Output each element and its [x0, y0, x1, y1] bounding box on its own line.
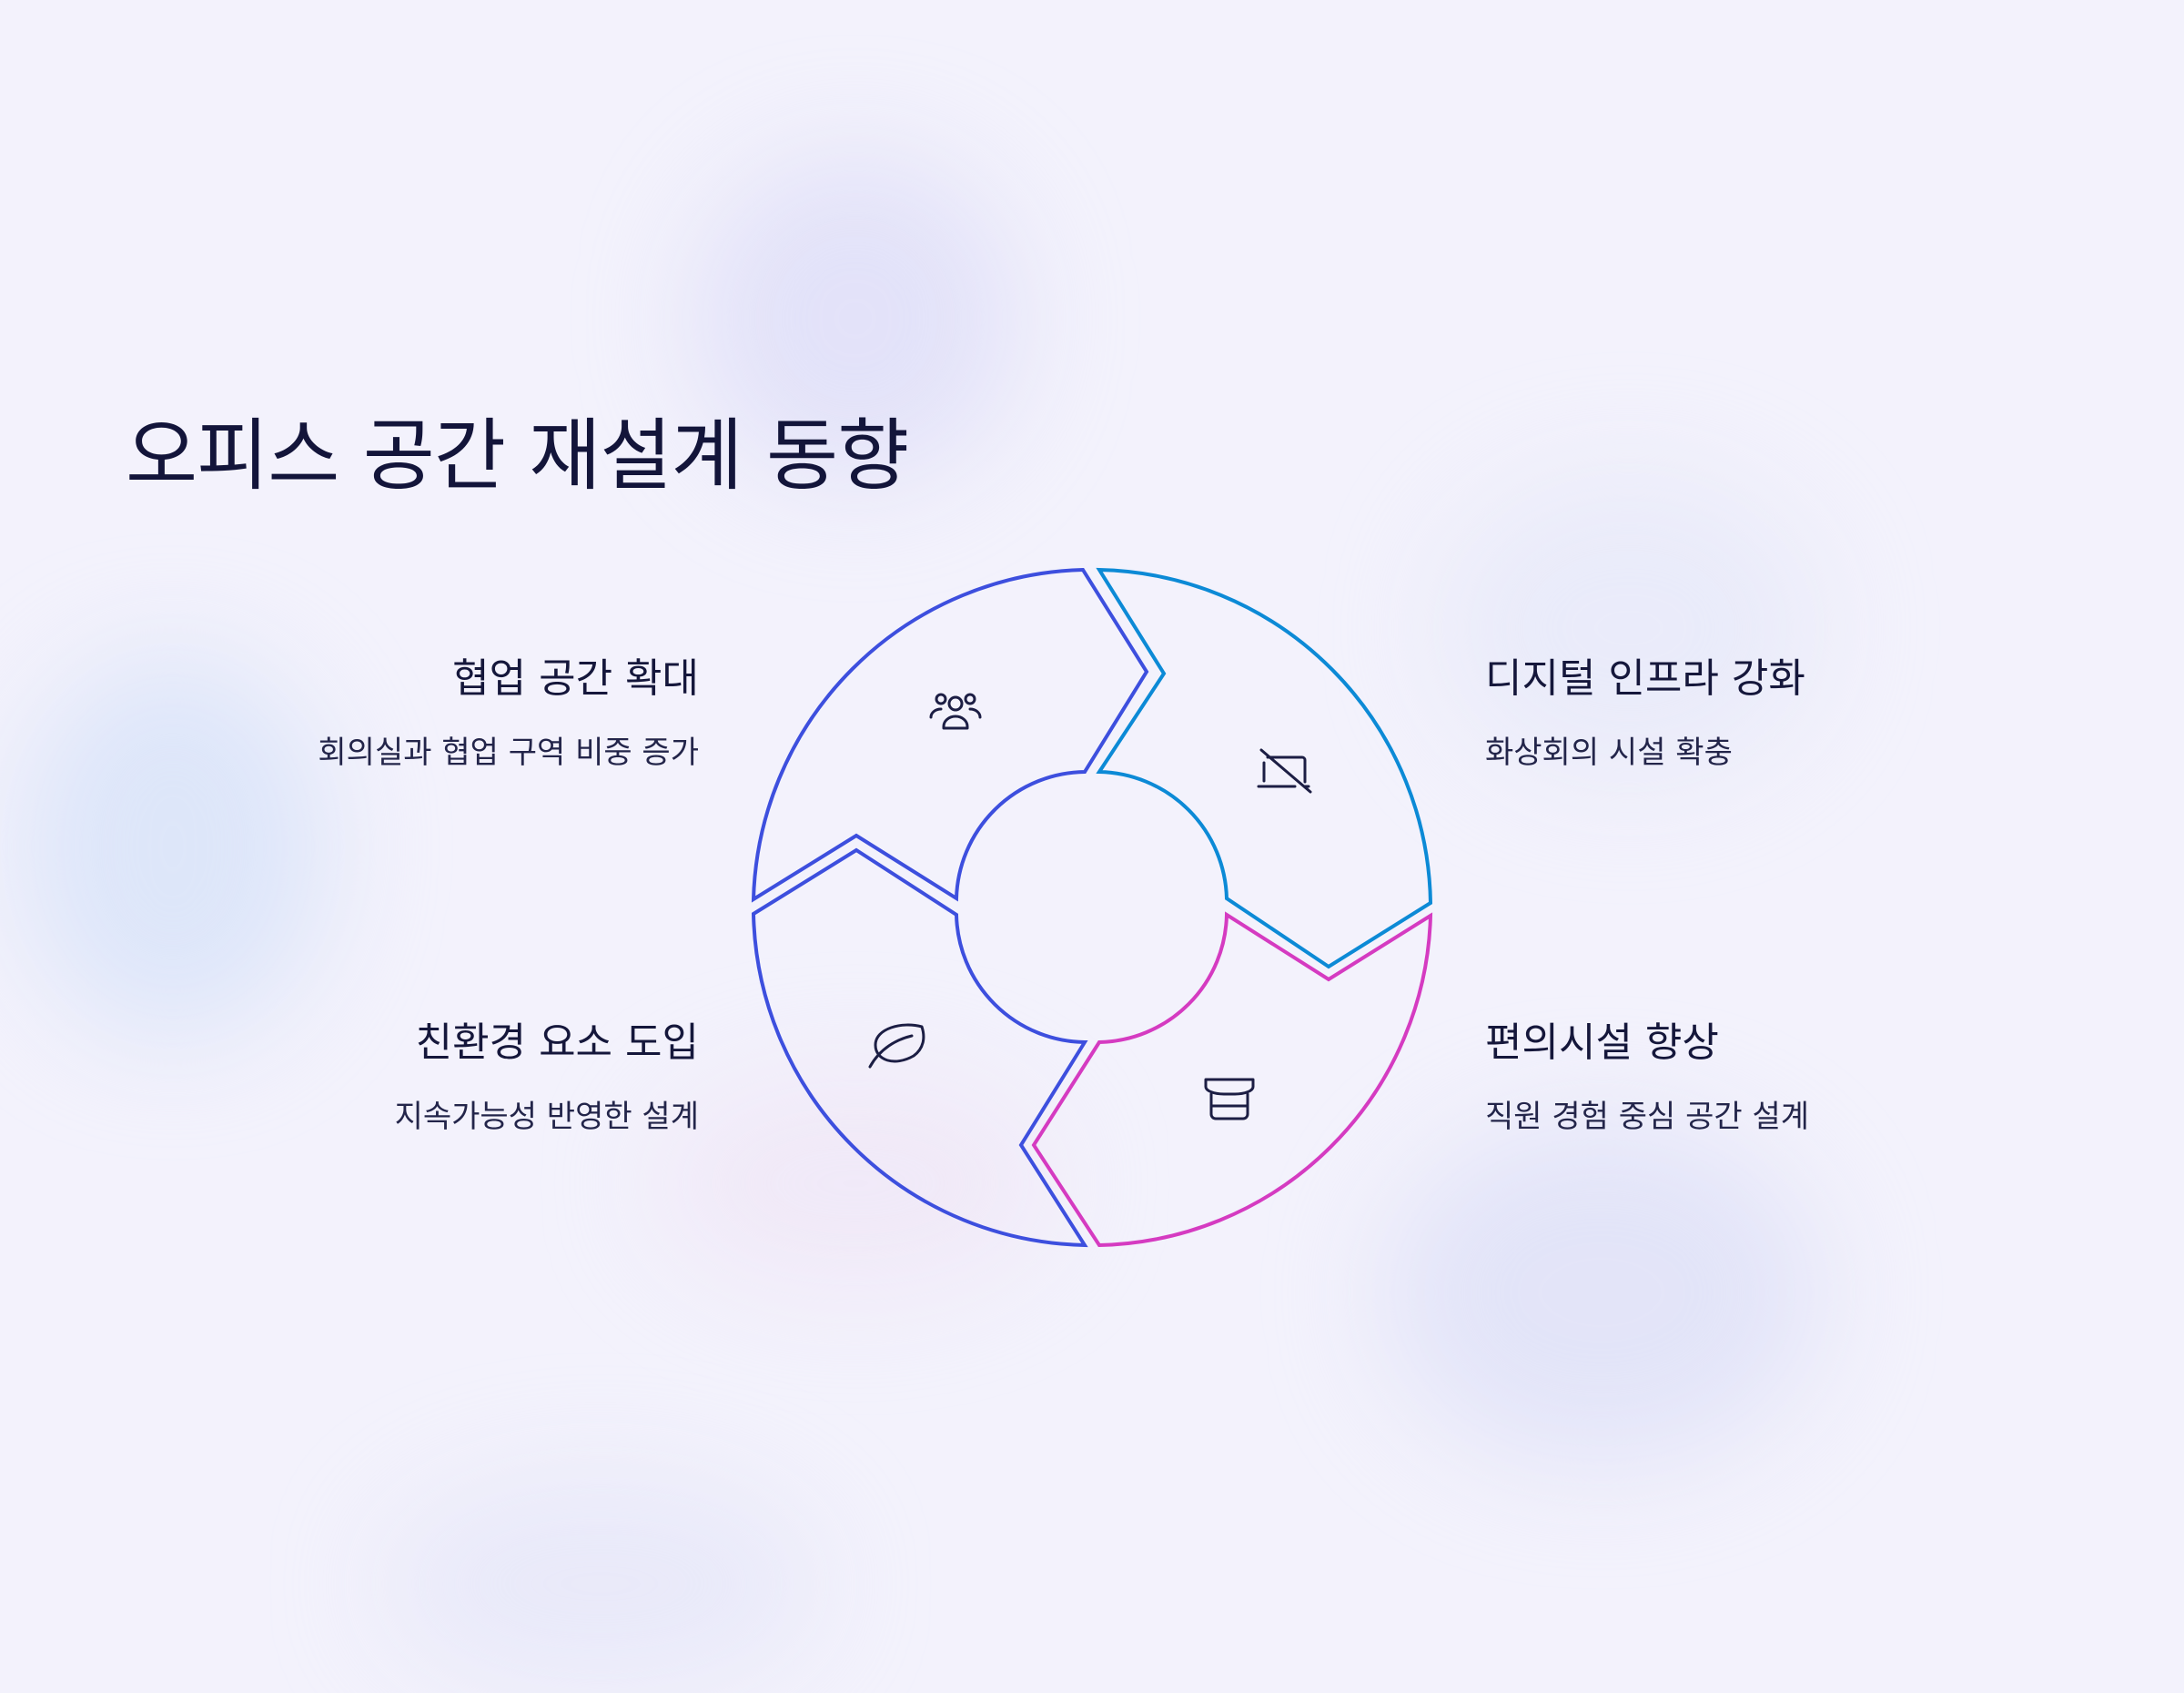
item-heading: 협업 공간 확대 — [452, 655, 699, 702]
item-heading: 편의시설 향상 — [1485, 1019, 1719, 1066]
cycle-diagram — [751, 567, 1433, 1248]
cycle-segment-digital — [1096, 567, 1433, 969]
item-description: 회의실과 협업 구역 비중 증가 — [318, 735, 699, 771]
cycle-segment-amenities — [1031, 911, 1433, 1248]
laptop-off-icon — [1257, 748, 1312, 794]
item-heading: 디지털 인프라 강화 — [1485, 655, 1805, 702]
item-description: 화상회의 시설 확충 — [1485, 735, 1733, 771]
cup-icon — [1204, 1078, 1255, 1120]
trend-item-digital: 디지털 인프라 강화 화상회의 시설 확충 — [1485, 654, 2140, 774]
trend-item-eco: 친환경 요소 도입 지속가능성 반영한 설계 — [44, 1018, 699, 1138]
item-description: 직원 경험 중심 공간 설계 — [1485, 1099, 1810, 1135]
item-description: 지속가능성 반영한 설계 — [394, 1099, 699, 1135]
item-heading: 친환경 요소 도입 — [415, 1019, 699, 1066]
leaf-icon — [868, 1023, 925, 1069]
cycle-segment-collaboration — [751, 567, 1149, 903]
cycle-segment-eco — [751, 847, 1088, 1248]
users-icon — [929, 693, 982, 730]
trend-item-collaboration: 협업 공간 확대 회의실과 협업 구역 비중 증가 — [44, 654, 699, 774]
trend-item-amenities: 편의시설 향상 직원 경험 중심 공간 설계 — [1485, 1018, 2140, 1138]
page-title: 오피스 공간 재설계 동향 — [126, 411, 909, 502]
